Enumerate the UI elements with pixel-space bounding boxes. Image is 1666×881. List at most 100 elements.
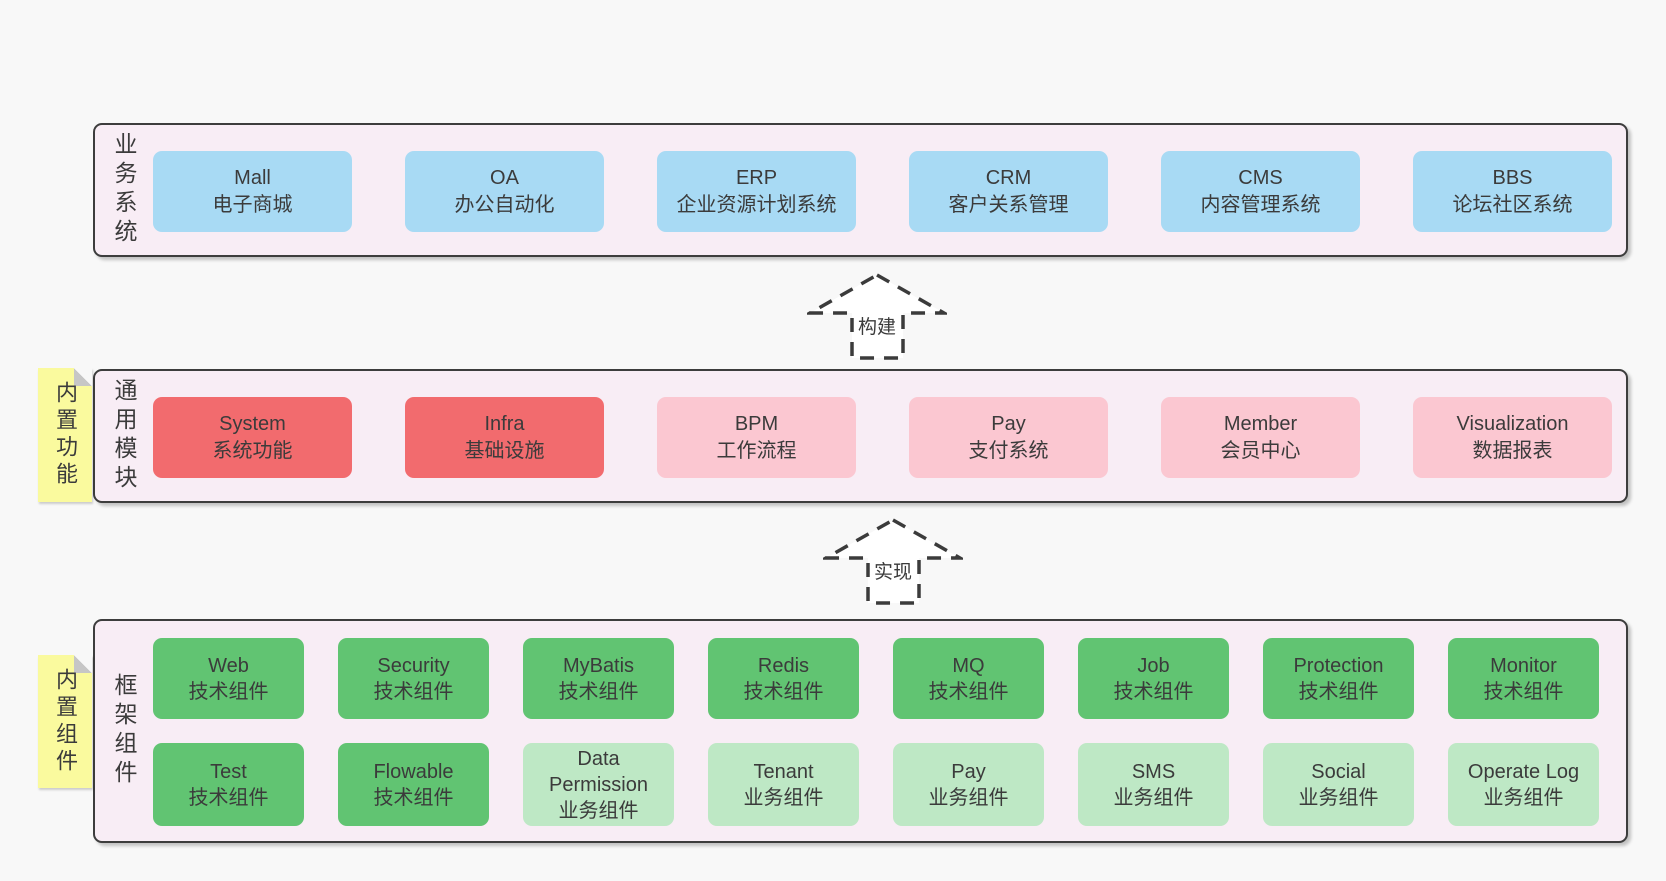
component-box-job: Job 技术组件	[1078, 638, 1229, 719]
box-sub: 内容管理系统	[1200, 193, 1321, 216]
component-box-sms: SMS 业务组件	[1078, 743, 1229, 826]
box-name: Pay	[991, 412, 1026, 435]
module-box-member: Member 会员中心	[1161, 397, 1360, 478]
box-sub: 业务组件	[928, 786, 1009, 809]
business-box-erp: ERP 企业资源计划系统	[657, 151, 856, 232]
component-box-monitor: Monitor 技术组件	[1448, 638, 1599, 719]
box-name: Infra	[484, 412, 525, 435]
box-sub: 支付系统	[968, 439, 1049, 462]
box-sub: 业务组件	[1113, 786, 1194, 809]
box-name: System	[219, 412, 286, 435]
band-label-business-systems: 业务系统	[111, 132, 137, 248]
box-sub: 企业资源计划系统	[676, 193, 837, 216]
box-sub: 技术组件	[1113, 680, 1194, 703]
box-sub: 业务组件	[1298, 786, 1379, 809]
box-name: Redis	[757, 654, 810, 677]
module-box-system: System 系统功能	[153, 397, 352, 478]
box-name: Security	[377, 654, 450, 677]
box-name: Operate Log	[1467, 760, 1580, 783]
box-name: CMS	[1238, 166, 1283, 189]
component-box-mybatis: MyBatis 技术组件	[523, 638, 674, 719]
arrow-build: 构建	[807, 271, 947, 361]
box-name: Mall	[234, 166, 271, 189]
box-sub: 办公自动化	[454, 193, 555, 216]
box-name: Protection	[1293, 654, 1384, 677]
box-name: Web	[208, 654, 249, 677]
box-name: Social	[1311, 760, 1366, 783]
component-box-mq: MQ 技术组件	[893, 638, 1044, 719]
box-name: Pay	[951, 760, 986, 783]
box-name: SMS	[1131, 760, 1176, 783]
box-sub: 技术组件	[188, 786, 269, 809]
box-sub: 技术组件	[1298, 680, 1379, 703]
framework-components-row-2: Test 技术组件 Flowable 技术组件 Data Permission …	[153, 743, 1599, 826]
arrow-implement: 实现	[823, 516, 963, 606]
box-sub: 技术组件	[373, 786, 454, 809]
box-name: Data Permission	[549, 747, 648, 796]
box-sub: 系统功能	[212, 439, 293, 462]
component-box-security: Security 技术组件	[338, 638, 489, 719]
box-sub: 业务组件	[1483, 786, 1564, 809]
box-name: BPM	[734, 412, 779, 435]
component-box-web: Web 技术组件	[153, 638, 304, 719]
box-sub: 技术组件	[373, 680, 454, 703]
sticky-label: 内置功能	[53, 381, 78, 489]
module-box-pay: Pay 支付系统	[909, 397, 1108, 478]
box-sub: 业务组件	[558, 799, 639, 822]
component-box-social: Social 业务组件	[1263, 743, 1414, 826]
business-box-oa: OA 办公自动化	[405, 151, 604, 232]
box-name: Member	[1223, 412, 1298, 435]
band-common-modules: 通用模块 System 系统功能 Infra 基础设施 BPM 工作流程 Pay…	[93, 369, 1628, 503]
box-sub: 技术组件	[1483, 680, 1564, 703]
box-sub: 技术组件	[743, 680, 824, 703]
box-sub: 技术组件	[558, 680, 639, 703]
folded-corner-icon	[74, 368, 92, 386]
component-box-data-permission: Data Permission 业务组件	[523, 743, 674, 826]
band-label-common-modules: 通用模块	[111, 378, 137, 494]
box-name: MyBatis	[562, 654, 635, 677]
box-name: Test	[210, 760, 247, 783]
common-modules-row: System 系统功能 Infra 基础设施 BPM 工作流程 Pay 支付系统…	[153, 397, 1612, 478]
arrow-build-label: 构建	[854, 311, 900, 340]
business-systems-row: Mall 电子商城 OA 办公自动化 ERP 企业资源计划系统 CRM 客户关系…	[153, 151, 1612, 232]
sticky-built-in-functions: 内置功能	[38, 368, 92, 502]
box-name: Job	[1137, 654, 1170, 677]
box-sub: 电子商城	[212, 193, 293, 216]
business-box-bbs: BBS 论坛社区系统	[1413, 151, 1612, 232]
business-box-crm: CRM 客户关系管理	[909, 151, 1108, 232]
sticky-built-in-components: 内置组件	[38, 655, 92, 788]
component-box-redis: Redis 技术组件	[708, 638, 859, 719]
box-sub: 数据报表	[1472, 439, 1553, 462]
box-name: OA	[490, 166, 519, 189]
arrow-implement-label: 实现	[870, 556, 916, 585]
band-business-systems: 业务系统 Mall 电子商城 OA 办公自动化 ERP 企业资源计划系统 CRM…	[93, 123, 1628, 257]
component-box-pay: Pay 业务组件	[893, 743, 1044, 826]
box-name: CRM	[985, 166, 1032, 189]
sticky-label: 内置组件	[53, 667, 78, 776]
component-box-operate-log: Operate Log 业务组件	[1448, 743, 1599, 826]
module-box-bpm: BPM 工作流程	[657, 397, 856, 478]
box-name: MQ	[952, 654, 985, 677]
box-name: ERP	[735, 166, 778, 189]
framework-components-row-1: Web 技术组件 Security 技术组件 MyBatis 技术组件 Redi…	[153, 638, 1599, 719]
box-sub: 技术组件	[188, 680, 269, 703]
box-name: BBS	[1492, 166, 1533, 189]
component-box-tenant: Tenant 业务组件	[708, 743, 859, 826]
band-label-framework-components: 框架组件	[111, 673, 137, 789]
business-box-mall: Mall 电子商城	[153, 151, 352, 232]
business-box-cms: CMS 内容管理系统	[1161, 151, 1360, 232]
component-box-flowable: Flowable 技术组件	[338, 743, 489, 826]
box-name: Monitor	[1490, 654, 1557, 677]
component-box-protection: Protection 技术组件	[1263, 638, 1414, 719]
box-sub: 业务组件	[743, 786, 824, 809]
box-sub: 工作流程	[716, 439, 797, 462]
box-name: Tenant	[753, 760, 814, 783]
band-framework-components: 框架组件 Web 技术组件 Security 技术组件 MyBatis 技术组件…	[93, 619, 1628, 843]
module-box-infra: Infra 基础设施	[405, 397, 604, 478]
box-sub: 会员中心	[1220, 439, 1301, 462]
folded-corner-icon	[74, 655, 92, 673]
box-sub: 论坛社区系统	[1452, 193, 1573, 216]
box-sub: 客户关系管理	[948, 193, 1069, 216]
component-box-test: Test 技术组件	[153, 743, 304, 826]
